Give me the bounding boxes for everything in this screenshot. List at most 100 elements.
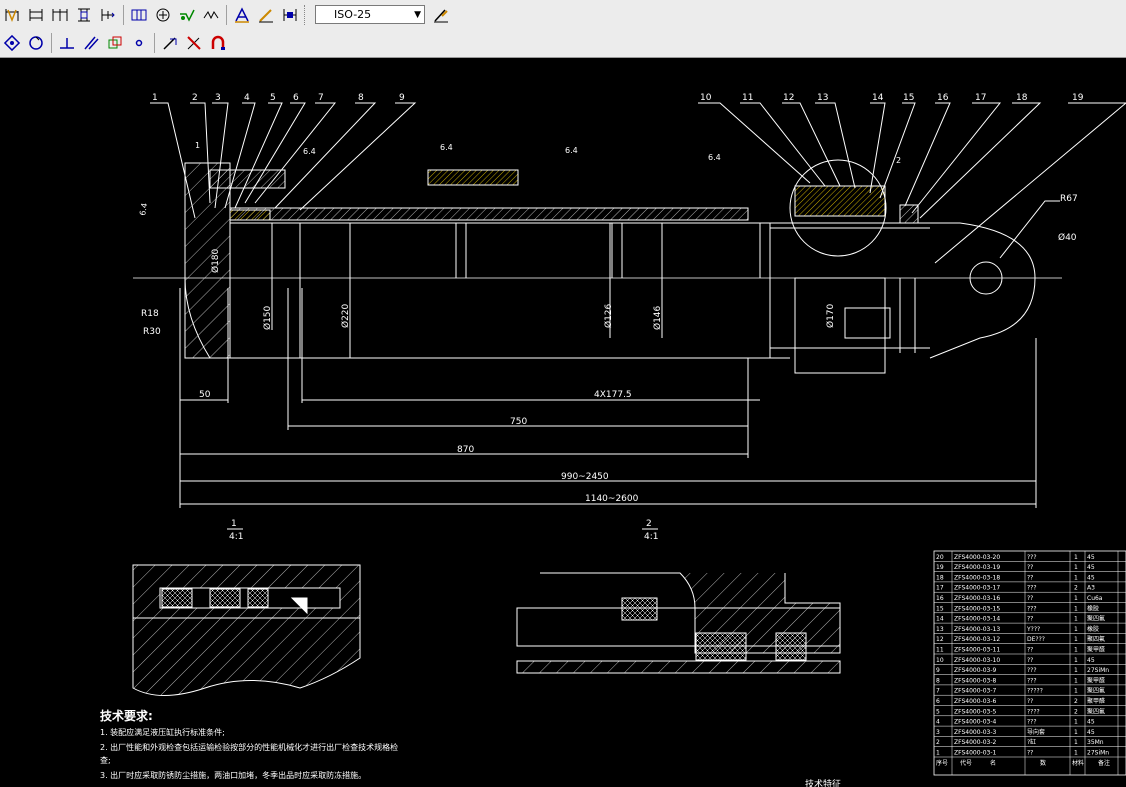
bom-cell: 1: [1074, 564, 1078, 571]
part-number-labels: 1 2 3 4 5 6 7 8 9 10 11 12 13 14 15 16 1…: [152, 93, 1084, 103]
bom-cell: 4: [936, 719, 940, 726]
bom-cell: 45: [1087, 574, 1095, 581]
bom-cell: 2: [1074, 708, 1078, 715]
part-number-10: 10: [700, 93, 712, 103]
bom-cell: 20: [936, 554, 944, 561]
osnap-intersection-icon[interactable]: [1, 32, 23, 54]
dim-tolerance-icon[interactable]: [128, 4, 150, 26]
bom-cell: ??: [1027, 647, 1033, 654]
bom-cell: 1: [1074, 657, 1078, 664]
bom-header-cell: 数: [1040, 759, 1046, 767]
bom-cell: 1: [1074, 605, 1078, 612]
bom-cell: ZFS4000-03-11: [954, 647, 1000, 654]
bom-cell: 9: [936, 667, 940, 674]
part-number-5: 5: [270, 93, 276, 103]
bom-cell: 1: [1074, 719, 1078, 726]
bom-cell: ??: [1027, 616, 1033, 623]
part-number-1: 1: [152, 93, 158, 103]
bom-cell: ZFS4000-03-1: [954, 750, 996, 757]
part-number-19: 19: [1072, 93, 1084, 103]
part-number-11: 11: [742, 93, 753, 103]
osnap-node-icon[interactable]: [128, 32, 150, 54]
bom-cell: 1: [1074, 636, 1078, 643]
dim-text-edit-icon[interactable]: [231, 4, 253, 26]
osnap-settings-icon[interactable]: [207, 32, 229, 54]
bom-cell: 8: [936, 677, 940, 684]
roughness-label: 6.4: [565, 146, 578, 155]
dim-1140-label: 1140~2600: [585, 494, 639, 504]
osnap-center-icon[interactable]: [25, 32, 47, 54]
detail-2-scale: 4:1: [644, 532, 658, 542]
dim-baseline-icon[interactable]: [49, 4, 71, 26]
bom-cell: ZFS4000-03-12: [954, 636, 1000, 643]
bom-cell: ??: [1027, 750, 1033, 757]
bom-cell: 1: [1074, 647, 1078, 654]
bom-cell: 10: [936, 657, 944, 664]
dim-center-icon[interactable]: [152, 4, 174, 26]
bom-cell: 1: [1074, 677, 1078, 684]
dim-ordinate-icon[interactable]: [73, 4, 95, 26]
dim-jogged-icon[interactable]: [200, 4, 222, 26]
dim-update-icon[interactable]: [279, 4, 301, 26]
bom-cell: 2: [1074, 698, 1078, 705]
osnap-insert-icon[interactable]: [104, 32, 126, 54]
bom-cell: ZFS4000-03-7: [954, 688, 996, 695]
bom-cell: ???: [1027, 585, 1037, 592]
osnap-none-icon[interactable]: [183, 32, 205, 54]
bom-cell: 2: [936, 739, 940, 746]
dim-leader-icon[interactable]: [176, 4, 198, 26]
dim-990-label: 990~2450: [561, 472, 609, 482]
bom-cell: 导向套: [1027, 728, 1045, 736]
bom-cell: ZFS4000-03-19: [954, 564, 1000, 571]
part-number-8: 8: [358, 93, 364, 103]
dia-170-label: Ø170: [825, 303, 836, 328]
bom-cell: 7: [936, 688, 940, 695]
bom-cell: 19: [936, 564, 944, 571]
bom-cell: ZFS4000-03-15: [954, 605, 1000, 612]
dim-style-manager-icon[interactable]: [430, 4, 452, 26]
bom-cell: 35Mn: [1087, 739, 1104, 746]
bom-cell: 3: [936, 729, 940, 736]
bom-header-cell: 名: [990, 759, 996, 767]
tech-req-line-1: 1. 装配应满足液压缸执行标准条件;: [100, 727, 225, 737]
dia-180-label: Ø180: [210, 248, 221, 273]
bom-cell: Cu6a: [1087, 595, 1103, 602]
dim-style-select[interactable]: ISO-25▼: [315, 5, 425, 24]
bom-cell: 1: [1074, 750, 1078, 757]
dimension-toolbar: ISO-25▼: [0, 1, 453, 28]
bom-cell: 14: [936, 616, 944, 623]
dim-linear-icon[interactable]: [1, 4, 23, 26]
bom-cell: ??: [1027, 698, 1033, 705]
bom-cell: 1: [1074, 554, 1078, 561]
bom-cell: ???: [1027, 719, 1037, 726]
bom-cell: ZFS4000-03-20: [954, 554, 1000, 561]
bom-cell: 15: [936, 605, 944, 612]
part-number-2: 2: [192, 93, 198, 103]
osnap-nearest-icon[interactable]: [159, 32, 181, 54]
part-number-16: 16: [937, 93, 949, 103]
tech-req-title: 技术要求:: [100, 708, 153, 723]
bom-cell: Y???: [1026, 626, 1040, 633]
drawing-canvas[interactable]: 1 2 3 4 5 6 7 8 9 10 11 12 13 14 15 16 1…: [0, 58, 1126, 787]
bom-cell: DE???: [1027, 636, 1045, 643]
bom-cell: 45: [1087, 657, 1095, 664]
part-number-6: 6: [293, 93, 299, 103]
bom-cell: 聚四氟: [1087, 635, 1105, 643]
cad-drawing: 1 2 3 4 5 6 7 8 9 10 11 12 13 14 15 16 1…: [100, 93, 1126, 787]
bom-cell: 5: [936, 708, 940, 715]
dia-40-label: Ø40: [1058, 232, 1077, 243]
osnap-parallel-icon[interactable]: [80, 32, 102, 54]
bom-cell: ????: [1027, 708, 1040, 715]
toolbar-separator: [123, 4, 124, 25]
toolbar-area: ISO-25▼: [0, 0, 1126, 58]
dim-edit-icon[interactable]: [255, 4, 277, 26]
bom-cell: ZFS4000-03-18: [954, 574, 1000, 581]
osnap-perpendicular-icon[interactable]: [56, 32, 78, 54]
dim-aligned-icon[interactable]: [25, 4, 47, 26]
dim-continue-icon[interactable]: [97, 4, 119, 26]
bom-cell: ???: [1027, 554, 1037, 561]
toolbar-grip[interactable]: [304, 4, 308, 25]
bom-cell: 聚四氟: [1087, 615, 1105, 623]
bom-cell: 1: [1074, 626, 1078, 633]
tech-req-line-2: 2. 出厂性能和外观检查包括运输检验按部分的性能机械化才进行出厂检查技术规格检: [100, 742, 398, 752]
